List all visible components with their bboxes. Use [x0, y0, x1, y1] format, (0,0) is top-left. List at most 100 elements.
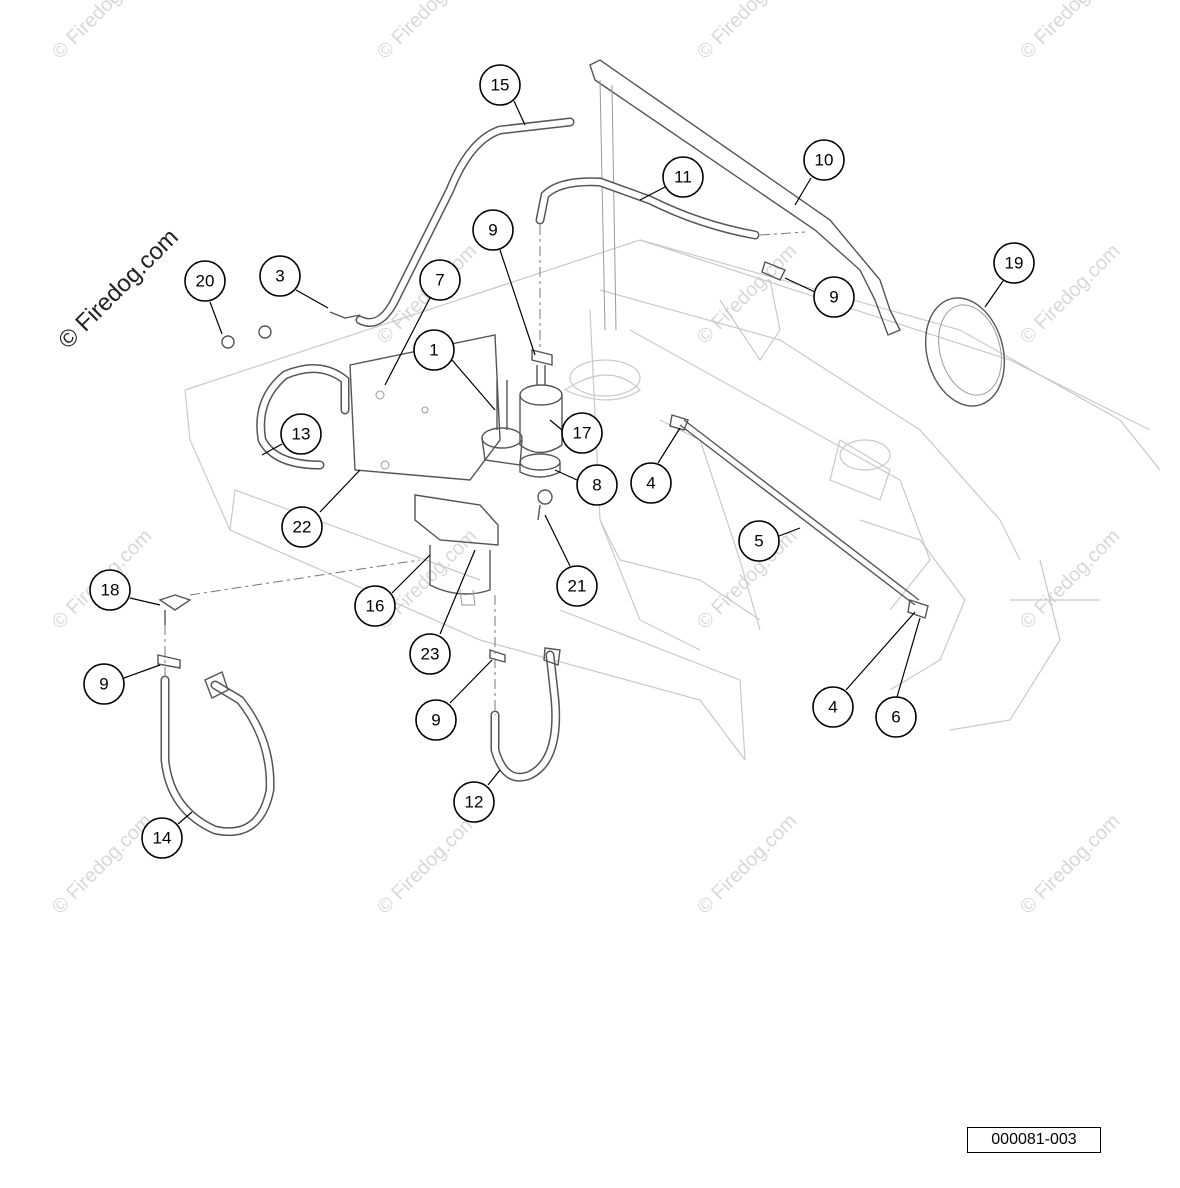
callout-c13: 13	[280, 413, 322, 455]
callout-circle	[89, 569, 131, 611]
part-1-fuel-pump	[481, 380, 523, 466]
callout-label: 9	[99, 675, 108, 694]
callout-circle	[561, 412, 603, 454]
reference-number: 000081-003	[991, 1131, 1077, 1148]
callout-c3: 3	[259, 255, 301, 297]
watermark-text: © Firedog.com	[1016, 0, 1125, 64]
callout-c15: 15	[479, 64, 521, 106]
hose-15	[355, 117, 575, 327]
callout-label: 22	[293, 518, 312, 537]
callout-circle	[812, 686, 854, 728]
callout-label: 3	[275, 267, 284, 286]
callout-c12: 12	[453, 781, 495, 823]
callout-c9b: 9	[813, 276, 855, 318]
callout-circle	[472, 209, 514, 251]
callout-label: 5	[754, 532, 763, 551]
callout-c17: 17	[561, 412, 603, 454]
small-parts	[157, 261, 929, 699]
callout-circle	[630, 462, 672, 504]
callout-c23: 23	[409, 633, 451, 675]
part-8-clamp	[519, 453, 561, 478]
callout-circle	[184, 260, 226, 302]
watermark-text: © Firedog.com	[48, 810, 157, 919]
callout-circle	[354, 585, 396, 627]
callout-label: 13	[292, 425, 311, 444]
callout-circle	[141, 817, 183, 859]
callout-label: 7	[435, 271, 444, 290]
callout-c14: 14	[141, 817, 183, 859]
callout-label: 15	[491, 76, 510, 95]
callout-c19: 19	[993, 242, 1035, 284]
callout-c4b: 4	[812, 686, 854, 728]
callout-circle	[479, 64, 521, 106]
callout-layer: 15 10 11 9 19 20 3 7 9 1 17 13 4 8 22 5 21 18 16 23 9 4 6 9 12 14	[83, 64, 1035, 859]
callout-circle	[280, 413, 322, 455]
hose-14	[160, 675, 275, 837]
watermark-text: © Firedog.com	[693, 240, 802, 349]
callout-circle	[738, 520, 780, 562]
part-16-bracket	[414, 494, 499, 606]
callout-label: 10	[815, 151, 834, 170]
callout-label: 16	[366, 597, 385, 616]
callout-c8: 8	[576, 464, 618, 506]
callout-label: 21	[568, 577, 587, 596]
part-19-ring	[924, 297, 1006, 407]
brand-watermark: © Firedog.com	[53, 224, 184, 355]
watermark-text: © Firedog.com	[693, 0, 802, 64]
callout-circle	[419, 259, 461, 301]
watermark-text: © Firedog.com	[373, 0, 482, 64]
callout-label: 23	[421, 645, 440, 664]
callout-c1: 1	[413, 329, 455, 371]
watermark-text: © Firedog.com	[1016, 525, 1125, 634]
callout-c10: 10	[803, 139, 845, 181]
watermark-text: © Firedog.com	[48, 0, 157, 64]
callout-c18: 18	[89, 569, 131, 611]
callout-c5: 5	[738, 520, 780, 562]
callout-c16: 16	[354, 585, 396, 627]
hose-13	[256, 364, 350, 470]
callout-label: 19	[1005, 254, 1024, 273]
callout-circle	[453, 781, 495, 823]
callout-label: 9	[431, 711, 440, 730]
callout-circle	[259, 255, 301, 297]
part-5-rod	[679, 419, 920, 606]
hose-12	[490, 650, 561, 782]
hose-11	[535, 177, 760, 240]
callout-c7: 7	[419, 259, 461, 301]
reference-number-box: 000081-003	[967, 1127, 1101, 1153]
callout-circle	[576, 464, 618, 506]
callout-label: 4	[828, 698, 837, 717]
callout-c11: 11	[662, 156, 704, 198]
callout-label: 12	[465, 793, 484, 812]
callout-c20: 20	[184, 260, 226, 302]
callout-c9c: 9	[83, 663, 125, 705]
center-lines	[164, 225, 806, 715]
callout-circle	[813, 276, 855, 318]
callout-circle	[556, 565, 598, 607]
watermark-text: © Firedog.com	[693, 810, 802, 919]
callout-label: 11	[674, 168, 692, 187]
callout-circle	[413, 329, 455, 371]
callout-c6: 6	[875, 696, 917, 738]
callout-label: 18	[101, 581, 120, 600]
callout-label: 6	[891, 708, 900, 727]
callout-c22: 22	[281, 506, 323, 548]
part-17-filter	[519, 365, 563, 454]
callout-label: 8	[592, 476, 601, 495]
callout-circle	[409, 633, 451, 675]
watermark-layer: © Firedog.com © Firedog.com © Firedog.co…	[48, 0, 1125, 919]
callout-circle	[803, 139, 845, 181]
callout-label: 20	[196, 272, 215, 291]
watermark-text: © Firedog.com	[373, 810, 482, 919]
callout-label: 14	[153, 829, 172, 848]
watermark-text: © Firedog.com	[1016, 810, 1125, 919]
callout-label: 9	[488, 221, 497, 240]
part-10-bracket	[589, 59, 901, 336]
callout-c9d: 9	[415, 699, 457, 741]
callout-circle	[875, 696, 917, 738]
callout-c21: 21	[556, 565, 598, 607]
callout-c9a: 9	[472, 209, 514, 251]
callout-c4a: 4	[630, 462, 672, 504]
callout-circle	[83, 663, 125, 705]
